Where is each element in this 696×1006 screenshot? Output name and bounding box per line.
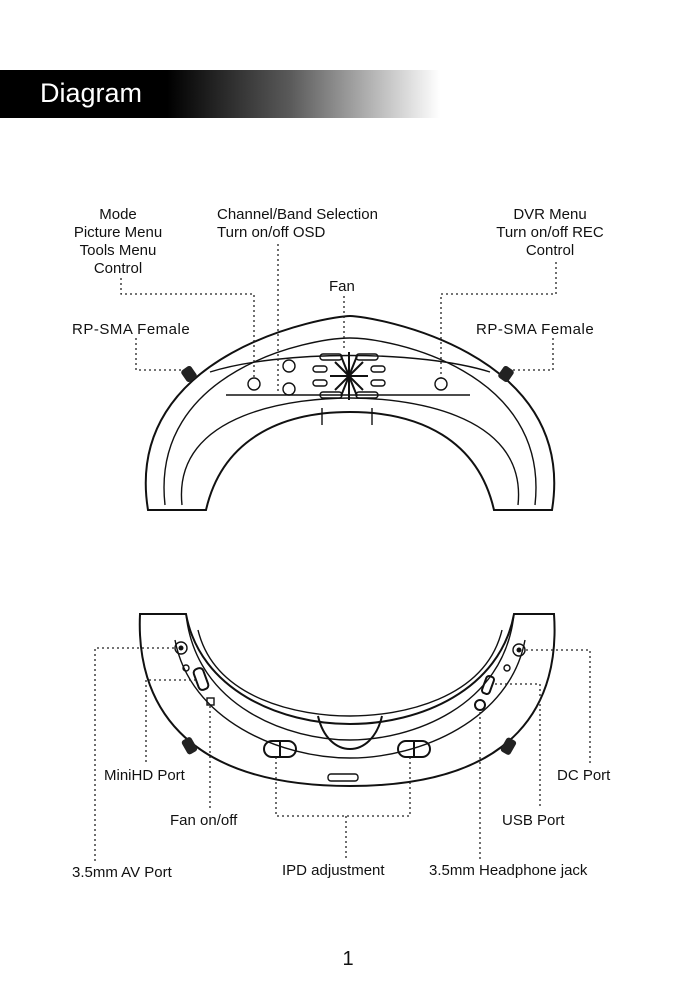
- goggles-top-view: [121, 244, 556, 510]
- antenna-left-icon: [181, 736, 199, 755]
- usb-port-icon: [481, 675, 495, 695]
- antenna-right-icon: [500, 737, 518, 756]
- dvr-button-icon: [435, 378, 447, 390]
- channel-button-icon: [283, 360, 295, 372]
- headphone-jack-icon: [475, 700, 485, 710]
- osd-button-icon: [283, 383, 295, 395]
- page-number: 1: [0, 948, 696, 971]
- mode-button-icon: [248, 378, 260, 390]
- screw-icon: [504, 665, 510, 671]
- antenna-right-icon: [497, 365, 515, 383]
- fan-icon: [313, 352, 385, 400]
- fan-switch-icon: [207, 698, 214, 705]
- vent-icon: [328, 774, 358, 781]
- antenna-left-icon: [180, 365, 198, 383]
- goggles-bottom-view: [95, 614, 590, 864]
